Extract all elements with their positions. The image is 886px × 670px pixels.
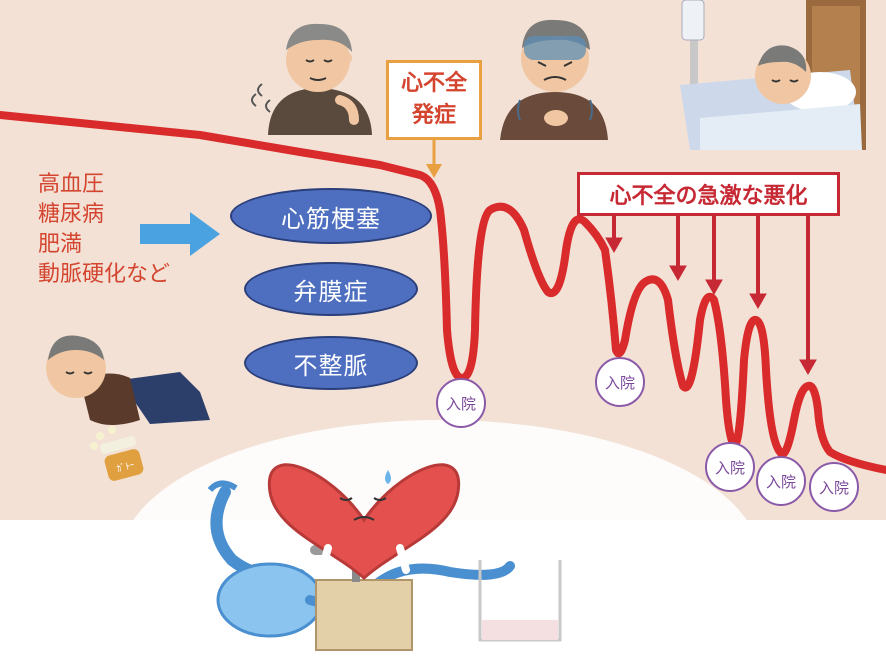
disease-pill-myocardial-infarction: 心筋梗塞 [230,188,432,244]
pill-bottle-label: ｶﾞﾄｰ [115,459,136,474]
heart-pump-illustration [207,463,562,651]
risk-factor-list: 高血圧 糖尿病 肥満 動脈硬化など [38,170,170,290]
disease-pill-arrhythmia: 不整脈 [244,336,418,390]
patient-lying-illustration [46,335,210,481]
onset-label-box: 心不全 発症 [386,60,482,140]
admission-badge: 入院 [756,456,806,506]
worsening-arrows [605,216,817,376]
onset-label-line: 心不全 [400,71,467,96]
risk-factor-item: 高血圧 [38,172,105,197]
patient-breathless-illustration [500,19,608,140]
risk-factor-item: 動脈硬化など [38,262,171,287]
onset-arrow [426,140,442,178]
admission-badge: 入院 [436,378,486,428]
worsening-label-box: 心不全の急激な悪化 [577,172,840,216]
admission-badge: 入院 [595,357,645,407]
patient-coughing-illustration [251,23,372,135]
risk-to-disease-arrow [140,212,220,256]
onset-label-line: 発症 [411,103,456,128]
progression-curve [0,111,886,474]
risk-factor-item: 肥満 [38,232,83,257]
disease-pill-valvular: 弁膜症 [244,262,418,316]
admission-badge: 入院 [809,462,859,512]
admission-badge: 入院 [705,442,755,492]
patient-bedridden-illustration [680,0,866,150]
risk-factor-item: 糖尿病 [38,202,105,227]
